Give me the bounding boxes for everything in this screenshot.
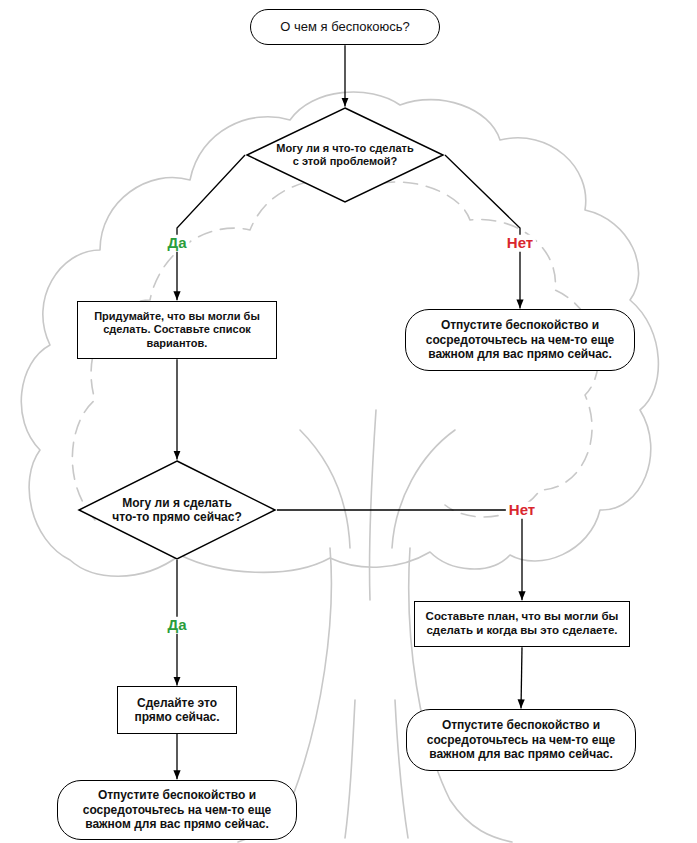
- terminal-box: Отпустите беспокойство и сосредоточьтесь…: [405, 309, 635, 371]
- connector: [176, 359, 177, 459]
- node-text: Отпустите беспокойство и сосредоточьтесь…: [74, 788, 280, 831]
- edge-label: Нет: [504, 235, 536, 252]
- terminal-box: О чем я беспокоюсь?: [250, 9, 440, 46]
- decision-diamond: Могу ли я сделать что-то прямо сейчас?: [77, 460, 277, 560]
- terminal-box: Отпустите беспокойство и сосредоточьтесь…: [406, 709, 636, 771]
- terminal-box: Отпустите беспокойство и сосредоточьтесь…: [57, 780, 297, 840]
- diamond-shape: [79, 461, 275, 559]
- node-text: О чем я беспокоюсь?: [263, 19, 427, 35]
- node-text: Отпустите беспокойство и сосредоточьтесь…: [423, 718, 619, 761]
- decision-diamond: Могу ли я что-то сделать с этой проблемо…: [245, 107, 445, 203]
- connector: [445, 155, 520, 308]
- node-text: Могу ли я сделать что-то прямо сейчас?: [110, 496, 245, 525]
- connector: [344, 45, 345, 106]
- tree-canopy: [21, 92, 658, 576]
- connector: [521, 647, 522, 708]
- node-text: Отпустите беспокойство и сосредоточьтесь…: [422, 318, 618, 361]
- node-text: Придумайте, что вы могли бы сделать. Сос…: [86, 310, 268, 350]
- connector: [176, 734, 177, 779]
- node-text: Составьте план, что вы могли бы сделать …: [423, 610, 621, 638]
- process-box: Составьте план, что вы могли бы сделать …: [414, 601, 630, 648]
- connector: [277, 510, 522, 600]
- diamond-shape: [247, 108, 443, 202]
- process-box: Сделайте это прямо сейчас.: [117, 686, 237, 734]
- edge-label: Нет: [506, 502, 538, 519]
- node-text: Могу ли я что-то сделать с этой проблемо…: [275, 142, 415, 168]
- connector: [177, 155, 245, 300]
- node-text: Сделайте это прямо сейчас.: [126, 696, 228, 725]
- edge-label: Да: [164, 235, 189, 252]
- process-box: Придумайте, что вы могли бы сделать. Сос…: [77, 301, 277, 360]
- edge-label: Да: [164, 617, 189, 634]
